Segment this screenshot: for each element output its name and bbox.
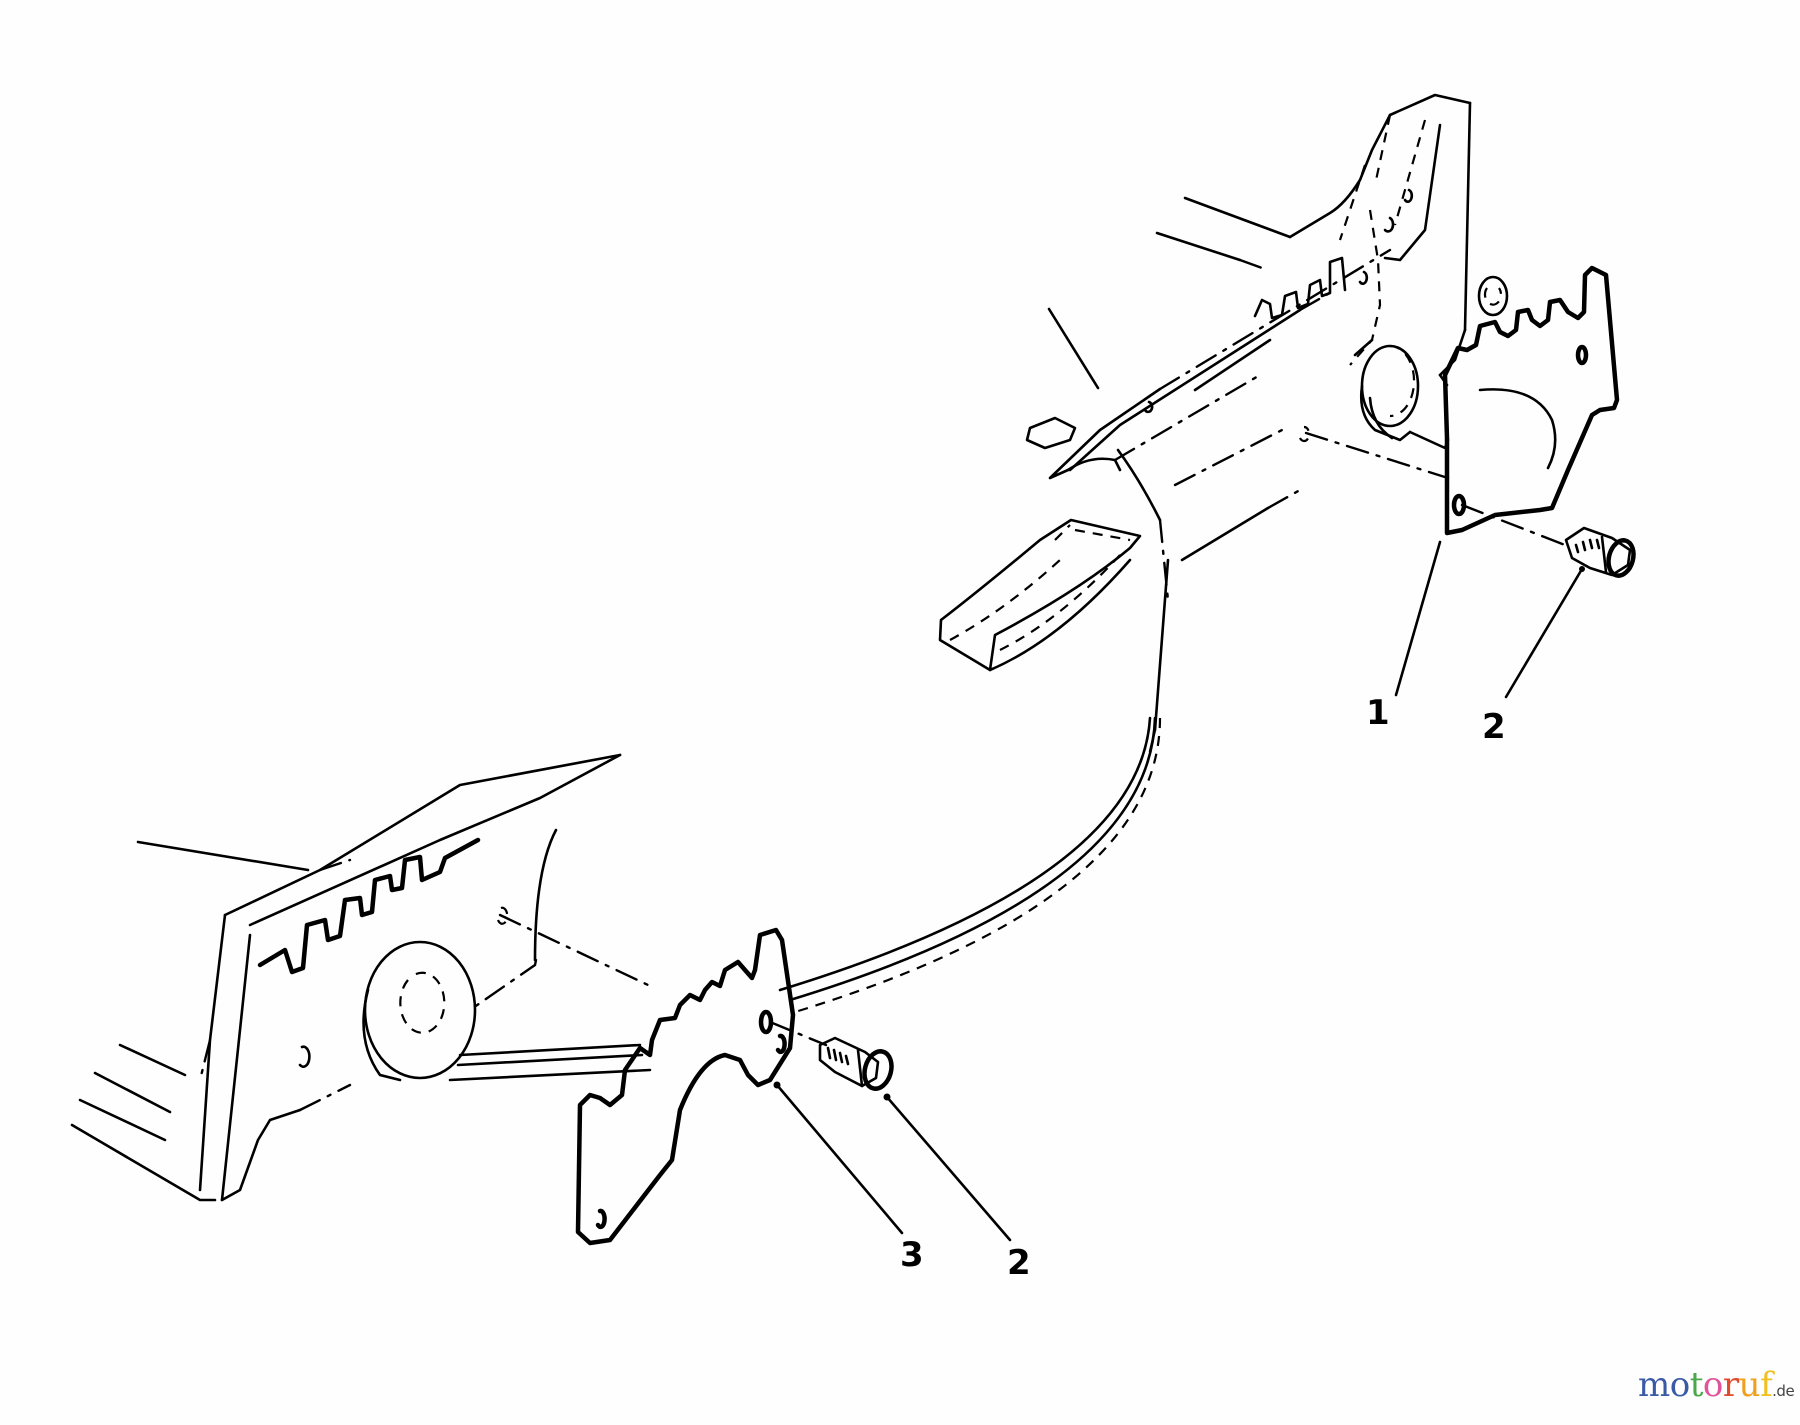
- watermark-tld: .de: [1772, 1382, 1795, 1400]
- watermark-letter: m: [1638, 1365, 1670, 1405]
- bolt-left: [768, 1020, 894, 1091]
- left-side-frame: [70, 753, 652, 1202]
- watermark-letter: t: [1689, 1365, 1704, 1405]
- callout-label-2-upper: 2: [1482, 707, 1506, 747]
- right-side-frame: [1047, 93, 1509, 487]
- leader-line-2-lower: [885, 1095, 1012, 1242]
- leader-line-3: [775, 1083, 904, 1235]
- watermark-letter: o: [1669, 1365, 1690, 1405]
- callout-label-2-lower: 2: [1007, 1243, 1031, 1283]
- part-1-bracket-right: [1438, 265, 1620, 536]
- callout-label-3: 3: [900, 1235, 924, 1275]
- watermark-letter: u: [1738, 1365, 1761, 1405]
- watermark-logo: motoruf.de: [1638, 1365, 1795, 1405]
- part-3-bracket-left: [575, 927, 796, 1246]
- deck-tab: [1025, 416, 1077, 450]
- lever-grip: [938, 518, 1142, 672]
- leader-line-1: [1394, 540, 1442, 697]
- watermark-letter: r: [1722, 1365, 1739, 1405]
- leader-line-2-upper: [1504, 567, 1584, 699]
- bolt-right: [1460, 503, 1636, 578]
- watermark-letter: f: [1760, 1365, 1773, 1405]
- connecting-rod: [778, 448, 1302, 1014]
- watermark-letter: o: [1702, 1365, 1723, 1405]
- callout-label-1: 1: [1366, 693, 1390, 733]
